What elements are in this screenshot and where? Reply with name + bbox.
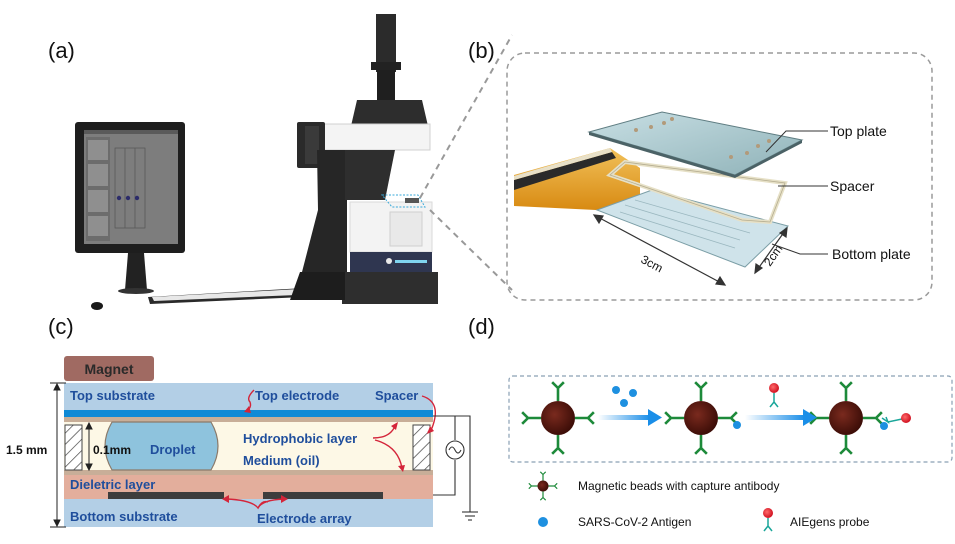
mouse xyxy=(91,302,103,310)
hydrophobic-top xyxy=(64,417,433,422)
label-spacer: Spacer xyxy=(375,388,418,403)
label-top-substrate: Top substrate xyxy=(70,388,155,403)
circuit xyxy=(433,415,478,521)
antibody-icon xyxy=(551,381,565,401)
bead-step-2 xyxy=(664,381,738,455)
magnetic-bead-icon xyxy=(541,401,575,435)
electrode-2 xyxy=(263,492,383,499)
microscope xyxy=(290,14,438,304)
monitor xyxy=(75,122,185,294)
panel-label-a: (a) xyxy=(48,38,75,63)
label-hydrophobic: Hydrophobic layer xyxy=(243,431,357,446)
panel-label-c: (c) xyxy=(48,314,74,339)
legend-antigen-icon xyxy=(538,517,548,527)
bound-probe-dot xyxy=(901,413,911,423)
spacer-right xyxy=(412,424,431,471)
label-droplet: Droplet xyxy=(150,442,196,457)
label-dielectric: Dieletric layer xyxy=(70,477,155,492)
hydrophobic-bottom xyxy=(64,470,433,475)
antibody-icon xyxy=(863,411,883,425)
flow-arrow-1 xyxy=(598,415,650,420)
antibody-icon xyxy=(839,381,853,401)
droplet xyxy=(104,421,219,471)
panel-label-b: (b) xyxy=(468,38,495,63)
ribbon-cable xyxy=(514,148,640,210)
magnet-label: Magnet xyxy=(85,361,134,377)
antibody-icon xyxy=(575,411,595,425)
antigen xyxy=(629,389,637,397)
top-electrode xyxy=(64,410,433,417)
antibody-icon xyxy=(718,411,738,425)
antigen xyxy=(612,386,620,394)
legend-bead xyxy=(528,471,558,501)
gap-label: 0.1mm xyxy=(93,443,131,457)
label-top-electrode: Top electrode xyxy=(255,388,339,403)
magnetic-bead-icon xyxy=(829,401,863,435)
bottom-substrate xyxy=(64,499,433,527)
bead-step-3 xyxy=(809,381,883,455)
callout-top-plate: Top plate xyxy=(830,123,887,139)
bound-probe-stem xyxy=(881,416,903,424)
antibody-icon xyxy=(548,482,558,490)
antibody-icon xyxy=(521,411,541,425)
bound-antigen xyxy=(880,422,888,430)
spacer-left xyxy=(64,424,83,471)
panel-b-frame xyxy=(506,52,933,301)
antibody-icon xyxy=(551,435,565,455)
bound-antigen xyxy=(733,421,741,429)
antibody-icon xyxy=(694,381,708,401)
magnet xyxy=(64,356,154,381)
legend-antigen-label: SARS-CoV-2 Antigen xyxy=(578,515,691,529)
magnetic-bead-icon xyxy=(684,401,718,435)
antibody-icon xyxy=(664,411,684,425)
instrument-illustration xyxy=(75,14,438,310)
legend-bead-label: Magnetic beads with capture antibody xyxy=(578,479,779,493)
dimension-arrows xyxy=(592,214,788,286)
bottom-plate xyxy=(595,189,789,268)
gap-dimension xyxy=(85,421,93,472)
antibody-icon xyxy=(539,471,547,481)
magnetic-bead-icon xyxy=(537,480,549,492)
free-probe xyxy=(769,383,779,408)
legend-bead-icon xyxy=(528,471,558,501)
callout-spacer: Spacer xyxy=(830,178,875,194)
flow-arrow-2 xyxy=(745,415,805,420)
cross-section-diagram: Magnet 0.1mm 1.5 mm xyxy=(6,356,478,528)
callout-bottom-plate: Bottom plate xyxy=(832,246,911,262)
legend-probe-label: AIEgens probe xyxy=(790,515,870,529)
pointer-arrows xyxy=(225,389,436,510)
keyboard xyxy=(148,287,326,304)
antibody-icon xyxy=(528,482,538,490)
legend-probe-icon xyxy=(763,508,773,532)
antibody-icon xyxy=(539,491,547,501)
total-dimension xyxy=(50,382,66,528)
antigen xyxy=(620,399,628,407)
zoom-line-top xyxy=(419,34,513,199)
label-electrode-array: Electrode array xyxy=(257,511,352,526)
electrode-1 xyxy=(108,492,224,499)
label-bottom-substrate: Bottom substrate xyxy=(70,509,178,524)
zoom-line-bottom xyxy=(429,209,513,291)
panel-d-frame xyxy=(508,375,953,463)
assay-scheme: Magnetic beads with capture antibody SAR… xyxy=(508,375,953,532)
antibody-icon xyxy=(694,435,708,455)
label-medium: Medium (oil) xyxy=(243,453,320,468)
total-label: 1.5 mm xyxy=(6,443,47,457)
dim-length-label: 3cm xyxy=(639,252,666,275)
panel-label-d: (d) xyxy=(468,314,495,339)
chip-exploded-view: 3cm 2cm Top plate Spacer Bottom plate xyxy=(506,52,933,301)
bead-step-1 xyxy=(521,381,595,455)
antibody-icon xyxy=(839,435,853,455)
